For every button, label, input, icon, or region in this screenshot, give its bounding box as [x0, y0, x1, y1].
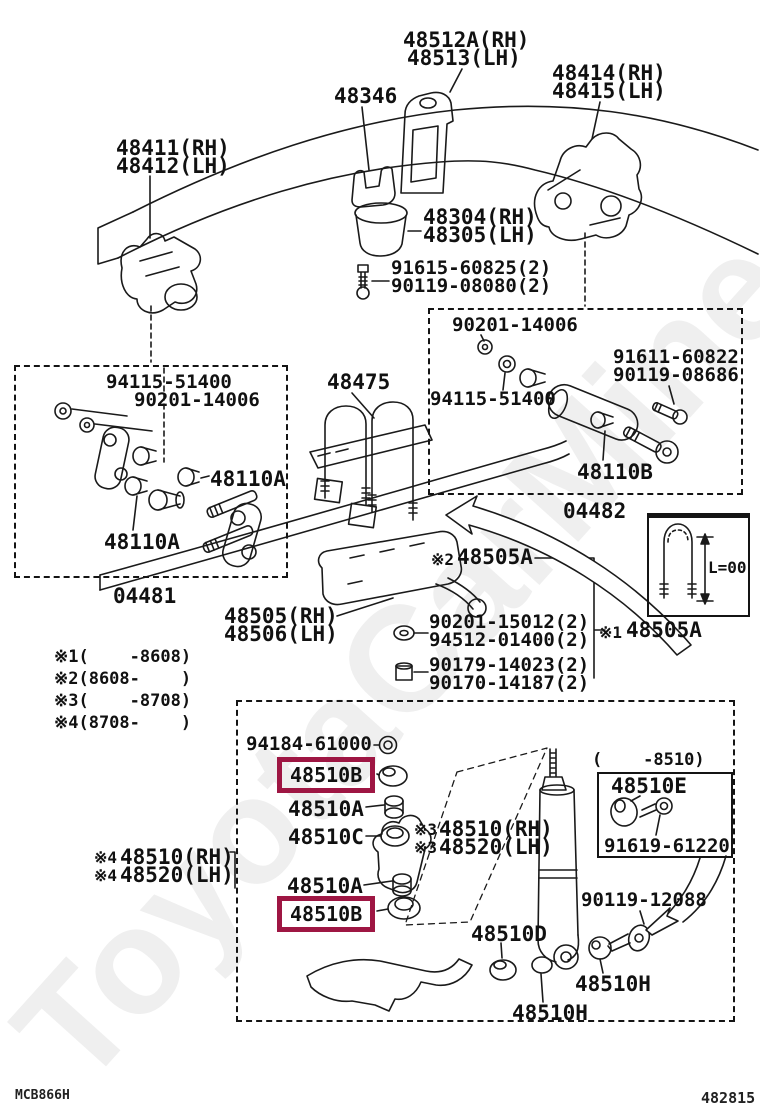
part-90170-14187: 90170-14187(2): [429, 672, 590, 694]
washer-48510b-bottom: [387, 896, 421, 920]
ubolt-length: L=00: [708, 558, 747, 577]
spring-seat-arm: [306, 958, 473, 1012]
bracket-48414: [533, 132, 643, 242]
part-48415-lh: 48415(LH): [552, 79, 666, 103]
part-48506-lh: 48506(LH): [224, 622, 338, 646]
note-1: ※1( -8608): [54, 647, 192, 667]
part-48505-rh: 48505(RH): [224, 604, 338, 628]
bolt-91615: [357, 264, 369, 289]
cup-48304: [354, 202, 408, 224]
note-3: ※3( -8708): [54, 691, 192, 711]
part-90179-14023: 90179-14023(2): [429, 654, 590, 676]
group-box-04481: [14, 365, 288, 578]
ref-mark-4b: ※4: [94, 866, 118, 885]
part-48510a-lower: 48510A: [287, 874, 363, 898]
grommet-48510d: [489, 959, 517, 981]
group-box-48510e: [597, 772, 733, 858]
part-48305-lh: 48305(LH): [423, 223, 537, 247]
part-48510h-bottom: 48510H: [512, 1001, 588, 1025]
part-48510a-upper: 48510A: [288, 797, 364, 821]
part-48505a-ref2: 48505A: [457, 545, 533, 569]
part-48512a-rh: 48512A(RH): [403, 28, 530, 52]
part-90201-15012: 90201-15012(2): [429, 611, 590, 633]
part-48510d: 48510D: [471, 922, 547, 946]
part-48510-rh-ref3: 48510(RH): [439, 817, 553, 841]
part-48510h-right: 48510H: [575, 972, 651, 996]
bracket-48411: [120, 232, 202, 314]
ref-mark-4a: ※4: [94, 848, 118, 867]
frame-rail-lower: [117, 160, 759, 259]
part-48346: 48346: [334, 84, 398, 108]
part-48510e: 48510E: [611, 774, 687, 798]
part-91615-60825: 91615-60825(2): [391, 257, 552, 279]
group-04481: 04481: [113, 584, 177, 608]
plate-48505: [317, 530, 463, 606]
part-48414-rh: 48414(RH): [552, 61, 666, 85]
bracket-48512a: [400, 91, 454, 194]
part-48110b: 48110B: [577, 460, 653, 484]
group-04482: 04482: [563, 499, 627, 523]
part-94115-51400-left: 94115-51400: [106, 371, 232, 393]
drawing-code: MCB866H: [15, 1088, 70, 1103]
arrow-left: [445, 495, 692, 656]
part-90201-14006-left: 90201-14006: [134, 389, 260, 411]
part-48510-rh-ref4: 48510(RH): [120, 845, 234, 869]
part-91619-61220: 91619-61220: [604, 835, 730, 857]
mount-bracket: [372, 814, 432, 894]
part-90201-14006-right: 90201-14006: [452, 314, 578, 336]
part-48110a-bottom: 48110A: [104, 530, 180, 554]
part-48505a-ref1: 48505A: [626, 618, 702, 642]
part-48513-lh: 48513(LH): [407, 46, 521, 70]
part-90119-08686: 90119-08686: [613, 364, 739, 386]
shock-absorber: [549, 748, 557, 777]
part-90119-08080: 90119-08080(2): [391, 275, 552, 297]
u-bolt-48475: [324, 405, 367, 506]
ref-mark-1: ※1: [599, 623, 623, 642]
page-code: 482815: [701, 1089, 756, 1107]
note-2: ※2(8608- ): [54, 669, 192, 689]
bracket-48346: [351, 166, 396, 208]
ubolt-length-box: [647, 513, 750, 617]
part-48520-lh-ref3: 48520(LH): [439, 835, 553, 859]
part-48475: 48475: [327, 370, 391, 394]
grommet-48510e: [610, 797, 638, 827]
frame-rail-upper: [132, 105, 759, 213]
ref-mark-3a: ※3: [414, 820, 438, 839]
part-90119-12088: 90119-12088: [581, 889, 707, 911]
part-48304-rh: 48304(RH): [423, 205, 537, 229]
ref-mark-2: ※2: [431, 550, 455, 569]
part-48412-lh: 48412(LH): [116, 154, 230, 178]
part-94512-01400: 94512-01400(2): [429, 629, 590, 651]
leaf-spring: [99, 440, 567, 576]
part-94115-51400-right: 94115-51400: [430, 388, 556, 410]
grommet-48510b-top: [378, 765, 408, 787]
ref-mark-3b: ※3: [414, 838, 438, 857]
part-94184-61000: 94184-61000: [246, 733, 372, 755]
part-48510b-top-highlighted: 48510B: [277, 757, 376, 793]
part-48510c: 48510C: [288, 825, 364, 849]
note-4: ※4(8708- ): [54, 713, 192, 733]
date-range-8510: ( -8510): [592, 750, 705, 770]
part-48510b-bottom-highlighted: 48510B: [277, 896, 376, 932]
part-48520-lh-ref4: 48520(LH): [120, 863, 234, 887]
group-box-04482: [428, 308, 743, 495]
part-91611-60822: 91611-60822: [613, 346, 739, 368]
group-box-shock-absorber: [236, 700, 735, 1022]
part-48110a-right: 48110A: [210, 467, 286, 491]
part-48411-rh: 48411(RH): [116, 136, 230, 160]
